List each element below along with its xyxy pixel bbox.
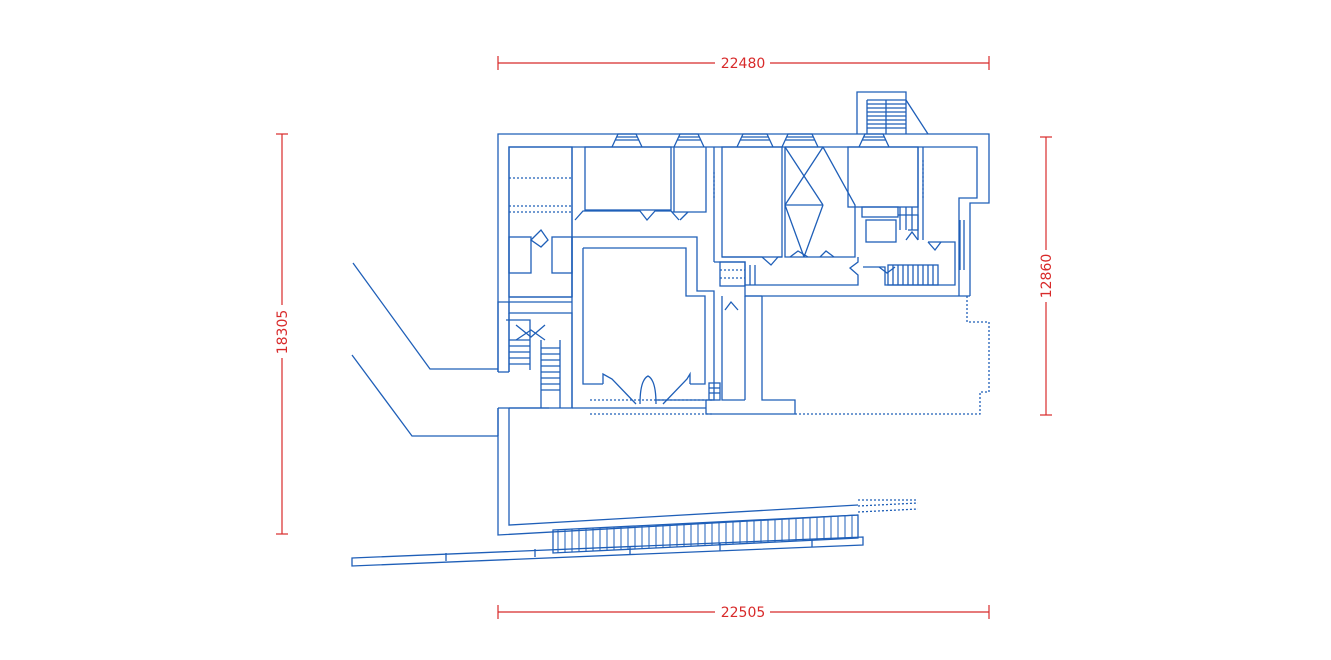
bottom-width-label: 22505 [721, 605, 766, 621]
dimension-annotations: 22480 22505 18305 12860 [275, 56, 1055, 621]
terrace-outline [795, 296, 990, 415]
left-height-label: 18305 [275, 310, 291, 355]
floor-plan [351, 91, 990, 567]
paving-strip [552, 499, 919, 554]
hall-side-corridor [705, 295, 796, 415]
right-height-dimension: 12860 [1039, 136, 1055, 416]
left-column-rooms [508, 146, 573, 303]
external-stair-top [856, 91, 929, 135]
paving-hatching [557, 515, 853, 553]
top-width-dimension: 22480 [497, 56, 990, 72]
main-hall [571, 236, 715, 415]
right-height-label: 12860 [1039, 254, 1055, 299]
left-height-dimension: 18305 [275, 133, 291, 535]
bottom-width-dimension: 22505 [497, 605, 990, 621]
lower-enclosure [497, 407, 859, 536]
top-row-rooms [574, 146, 924, 266]
middle-corridor [714, 220, 970, 297]
top-width-label: 22480 [721, 56, 766, 72]
top-windows [611, 133, 890, 148]
site-boundary-lines [351, 262, 498, 437]
bottom-ramp [351, 536, 864, 567]
